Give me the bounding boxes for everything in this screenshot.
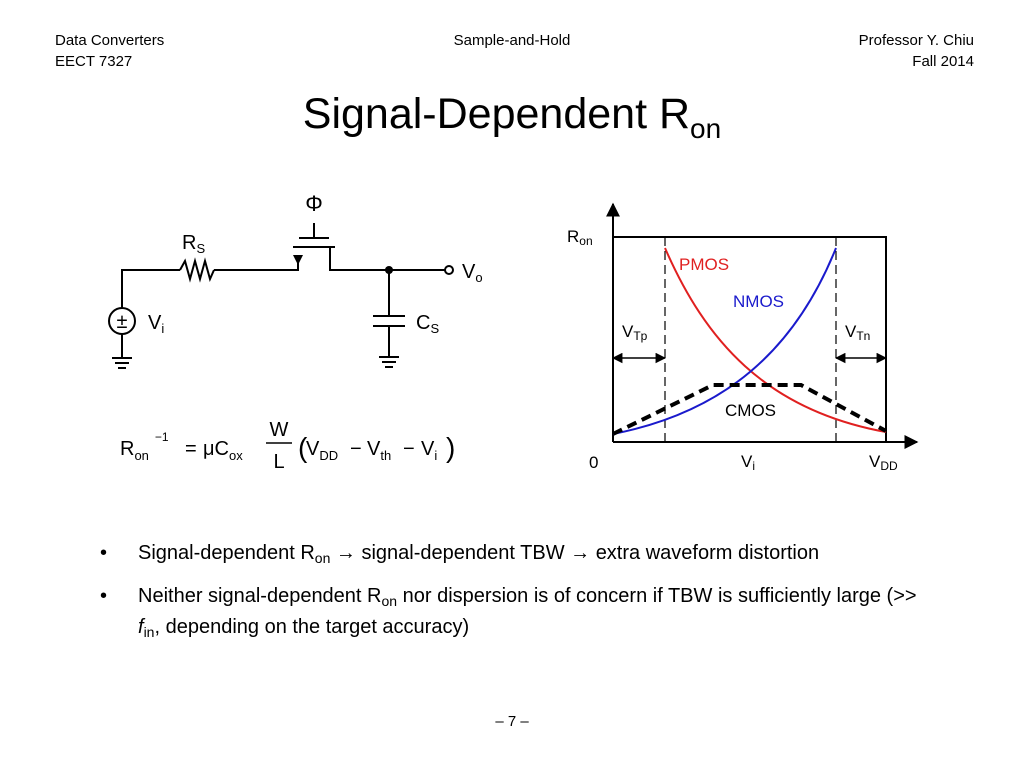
bullet-list: • Signal-dependent Ron → signal-dependen…: [100, 538, 920, 655]
ground-symbol-cap: [379, 356, 399, 368]
header-center: Sample-and-Hold: [0, 30, 1024, 51]
formula-vth: V: [367, 438, 381, 460]
page-number: – 7 –: [495, 713, 529, 730]
wire-to-switch: [214, 258, 299, 271]
source-symbol: ±: [117, 311, 128, 333]
formula-vi: V: [421, 438, 435, 460]
x-axis-label: Vi: [741, 452, 755, 473]
formula-r-sup: −1: [155, 430, 169, 444]
course-name: Data Converters: [55, 32, 165, 49]
wire-from-switch: [329, 247, 445, 271]
bullet-marker: •: [100, 542, 108, 564]
course-code: EECT 7327: [55, 53, 133, 70]
formula-r: R: [120, 438, 134, 460]
instructor-name: Professor Y. Chiu: [858, 32, 974, 49]
phi-label: Φ: [305, 191, 323, 216]
formula-mu-c: μC: [203, 438, 229, 460]
formula-numerator: W: [270, 419, 289, 441]
svg-text:Vi: Vi: [421, 438, 437, 463]
bullet-marker: •: [100, 585, 108, 607]
title-subscript: on: [690, 113, 722, 144]
vo-node-dot: [385, 266, 393, 274]
formula-minus-1: −: [350, 438, 362, 460]
vtn-label: VTn: [845, 322, 870, 343]
voltage-source: [108, 307, 136, 335]
formula-denominator: L: [273, 451, 284, 473]
svg-text:Vth: Vth: [367, 438, 391, 463]
bullet-item-1: • Signal-dependent Ron → signal-dependen…: [100, 538, 920, 569]
resistor-rs: [179, 257, 215, 283]
svg-text:VDD: VDD: [306, 438, 338, 463]
vtp-label: VTp: [622, 322, 648, 343]
ron-vs-vi-chart: Ron PMOS NMOS CMOS VTp VTn 0 Vi VDD: [567, 202, 919, 473]
lecture-topic: Sample-and-Hold: [453, 32, 571, 49]
formula-vdd: V: [306, 438, 320, 460]
legend-pmos: PMOS: [679, 255, 729, 274]
svg-text:μCox: μCox: [203, 438, 243, 463]
formula-equals: =: [185, 438, 197, 460]
x-origin-label: 0: [589, 453, 598, 472]
ron-formula: Ron−1 = μCox W L ( VDD − Vth − Vi ): [120, 419, 455, 473]
legend-cmos: CMOS: [725, 401, 776, 420]
ground-symbol-source: [112, 357, 132, 369]
vi-label: Vi: [148, 312, 164, 336]
vo-label: Vo: [462, 261, 483, 285]
slide-title: Signal-Dependent Ron: [0, 86, 1024, 144]
formula-vi-sub: i: [434, 448, 437, 463]
vo-terminal: [444, 265, 454, 275]
semester: Fall 2014: [912, 53, 974, 70]
circuit-schematic: ± Φ RS Vi Vo CS: [108, 191, 483, 369]
cmos-curve: [612, 383, 887, 436]
nmos-curve: [612, 247, 837, 435]
formula-ox: ox: [229, 448, 243, 463]
formula-r-sub: on: [134, 448, 148, 463]
title-main: Signal-Dependent R: [302, 90, 691, 138]
header-left: Data Converters EECT 7327: [55, 30, 164, 72]
formula-lparen: (: [298, 432, 308, 463]
y-axis-label: Ron: [567, 227, 593, 248]
wire-left: [121, 269, 180, 308]
bullet-item-2: • Neither signal-dependent Ron nor dispe…: [100, 581, 920, 643]
formula-rparen: ): [446, 432, 455, 463]
mos-arrow-icon: [293, 255, 303, 265]
formula-minus-2: −: [403, 438, 415, 460]
formula-vdd-sub: DD: [319, 448, 338, 463]
legend-nmos: NMOS: [733, 292, 784, 311]
formula-vth-sub: th: [380, 448, 391, 463]
x-end-label: VDD: [869, 452, 898, 473]
pmos-curve: [664, 247, 887, 433]
rs-label: RS: [182, 232, 205, 256]
header-right: Professor Y. Chiu Fall 2014: [859, 30, 974, 72]
plot-frame: [613, 236, 887, 442]
cs-label: CS: [416, 312, 439, 336]
svg-text:Ron−1: Ron −1: [120, 430, 169, 463]
